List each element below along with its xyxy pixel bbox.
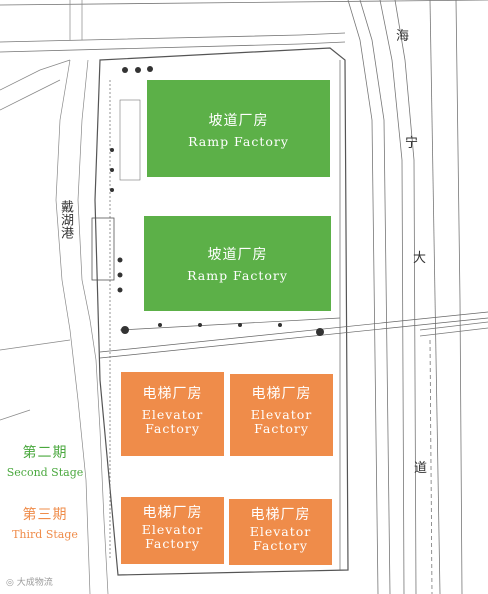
elevator-factory-2-zh: 电梯厂房 xyxy=(251,386,312,402)
elevator-factory-3-label: 电梯厂房 Elevator Factory xyxy=(121,505,224,552)
elevator-factory-2-en1: Elevator xyxy=(250,407,313,423)
third-stage-zh: 第三期 xyxy=(22,507,68,523)
elevator-factory-4-zh: 电梯厂房 xyxy=(250,507,311,523)
weibo-icon: ◎ xyxy=(6,578,14,588)
ramp-factory-1-zh: 坡道厂房 xyxy=(208,113,269,129)
elevator-factory-3-en2: Factory xyxy=(145,536,200,552)
ramp-factory-2 xyxy=(144,216,331,311)
ramp-factory-1 xyxy=(147,80,330,177)
elevator-factory-1-zh: 电梯厂房 xyxy=(142,386,203,402)
road-char-4: 道 xyxy=(414,461,428,476)
road-char-3: 大 xyxy=(413,251,427,266)
elevator-factory-2 xyxy=(230,374,333,456)
elevator-factory-1-en1: Elevator xyxy=(141,407,204,423)
tree-dots xyxy=(110,66,324,336)
second-stage-zh: 第二期 xyxy=(22,445,68,461)
parking-lot xyxy=(119,99,141,181)
elevator-factory-3-en1: Elevator xyxy=(141,522,204,538)
third-stage-label: 第三期 Third Stage xyxy=(0,504,90,541)
third-stage-en: Third Stage xyxy=(12,528,78,541)
ramp-factory-2-en: Ramp Factory xyxy=(187,268,288,284)
canal xyxy=(0,0,109,594)
road-char-2: 宁 xyxy=(405,136,419,151)
elevator-factory-1-label: 电梯厂房 Elevator Factory xyxy=(121,386,224,437)
ramp-factory-2-label: 坡道厂房 Ramp Factory xyxy=(144,247,331,283)
elevator-factory-4-en1: Elevator xyxy=(249,524,312,540)
elevator-factory-4 xyxy=(229,499,332,565)
watermark: ◎ 大成物流 xyxy=(6,575,53,588)
road-char-1: 海 xyxy=(396,29,410,44)
ramp-factory-1-label: 坡道厂房 Ramp Factory xyxy=(147,113,330,149)
second-stage-en: Second Stage xyxy=(6,466,84,479)
site-boundary xyxy=(94,47,349,576)
elevator-factory-2-en2: Factory xyxy=(254,421,309,437)
elevator-factory-1-en2: Factory xyxy=(145,421,200,437)
elevator-factory-3 xyxy=(121,497,224,564)
ramp-factory-1-en: Ramp Factory xyxy=(188,134,289,150)
elevator-factory-3-zh: 电梯厂房 xyxy=(142,505,203,521)
watermark-text: 大成物流 xyxy=(16,578,53,588)
guard-house xyxy=(91,217,115,281)
internal-road xyxy=(99,60,488,570)
canal-label: 戴湖港 xyxy=(58,200,73,239)
elevator-factory-1 xyxy=(121,372,224,456)
elevator-factory-2-label: 电梯厂房 Elevator Factory xyxy=(230,386,333,437)
second-stage-label: 第二期 Second Stage xyxy=(0,442,90,479)
elevator-factory-4-label: 电梯厂房 Elevator Factory xyxy=(229,507,332,554)
ramp-factory-2-zh: 坡道厂房 xyxy=(207,247,268,263)
top-road xyxy=(0,0,488,53)
elevator-factory-4-en2: Factory xyxy=(253,538,308,554)
haining-avenue-road xyxy=(347,0,488,594)
